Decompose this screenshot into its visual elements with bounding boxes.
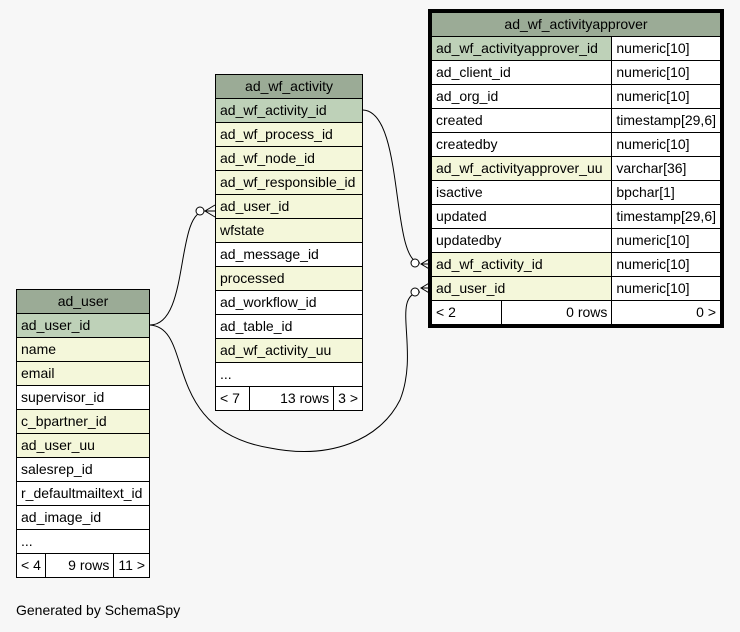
column-name[interactable]: ad_wf_activityapprover_uu xyxy=(430,156,613,181)
table-title[interactable]: ad_user xyxy=(16,289,150,314)
parents-count-link[interactable]: < 2 xyxy=(431,300,502,325)
table-title[interactable]: ad_wf_activityapprover xyxy=(431,12,721,37)
column-cell[interactable]: salesrep_id xyxy=(16,457,150,482)
parents-count-link[interactable]: < 4 xyxy=(16,553,46,578)
column-cell[interactable]: ad_message_id xyxy=(215,242,363,267)
column-cell[interactable]: ad_wf_activity_uu xyxy=(215,338,363,363)
column-type: numeric[10] xyxy=(611,36,721,61)
column-cell[interactable]: ad_workflow_id xyxy=(215,290,363,315)
column-cell[interactable]: ad_user_uu xyxy=(16,433,150,458)
column-cell[interactable]: wfstate xyxy=(215,218,363,243)
table-title[interactable]: ad_wf_activity xyxy=(215,74,363,99)
column-cell[interactable]: ad_wf_process_id xyxy=(215,122,363,147)
column-name[interactable]: ad_org_id xyxy=(430,84,613,109)
column-type: numeric[10] xyxy=(611,228,721,253)
column-cell[interactable]: ad_user_id xyxy=(16,313,150,338)
edge-user-to-activity xyxy=(149,210,206,326)
column-name[interactable]: createdby xyxy=(430,132,613,157)
edge-activity-to-approver xyxy=(362,109,421,264)
optional-marker-approver-activity xyxy=(410,258,420,268)
column-cell[interactable]: supervisor_id xyxy=(16,385,150,410)
table-ad_user[interactable]: ad_user ad_user_id name email supervisor… xyxy=(16,289,150,578)
column-type: numeric[10] xyxy=(611,276,721,301)
column-cell[interactable]: ad_wf_node_id xyxy=(215,146,363,171)
column-name[interactable]: created xyxy=(430,108,613,133)
column-cell[interactable]: processed xyxy=(215,266,363,291)
column-cell[interactable]: ad_table_id xyxy=(215,314,363,339)
column-name[interactable]: updated xyxy=(430,204,613,229)
column-name[interactable]: ad_wf_activityapprover_id xyxy=(430,36,613,61)
column-cell[interactable]: email xyxy=(16,361,150,386)
crowfoot-approver-activity xyxy=(420,257,432,271)
generated-by-footer: Generated by SchemaSpy xyxy=(16,602,181,618)
column-cell[interactable]: r_defaultmailtext_id xyxy=(16,481,150,506)
crowfoot-activity-user xyxy=(204,204,216,218)
column-cell: ... xyxy=(215,362,363,387)
column-cell[interactable]: name xyxy=(16,337,150,362)
table-ad_wf_activityapprover[interactable]: ad_wf_activityapprover ad_wf_activityapp… xyxy=(428,9,724,328)
column-cell[interactable]: ad_image_id xyxy=(16,505,150,530)
column-name[interactable]: ad_wf_activity_id xyxy=(430,252,613,277)
column-name[interactable]: isactive xyxy=(430,180,613,205)
column-cell[interactable]: ad_wf_responsible_id xyxy=(215,170,363,195)
column-type: numeric[10] xyxy=(611,252,721,277)
column-name[interactable]: ad_user_id xyxy=(430,276,613,301)
column-cell: ... xyxy=(16,529,150,554)
column-type: varchar[36] xyxy=(611,156,721,181)
column-name[interactable]: updatedby xyxy=(430,228,613,253)
column-type: numeric[10] xyxy=(611,132,721,157)
column-type: numeric[10] xyxy=(611,84,721,109)
edge-user-to-approver xyxy=(149,291,421,452)
table-ad_wf_activity[interactable]: ad_wf_activity ad_wf_activity_id ad_wf_p… xyxy=(215,74,363,411)
row-count: 13 rows xyxy=(248,386,335,411)
children-count-link[interactable]: 11 > xyxy=(113,553,150,578)
column-name[interactable]: ad_client_id xyxy=(430,60,613,85)
column-cell[interactable]: c_bpartner_id xyxy=(16,409,150,434)
row-count: 9 rows xyxy=(44,553,115,578)
optional-marker-approver-user xyxy=(410,287,420,297)
column-cell[interactable]: ad_user_id xyxy=(215,194,363,219)
column-type: numeric[10] xyxy=(611,60,721,85)
crowfoot-approver-user xyxy=(420,281,432,295)
children-count-link[interactable]: 3 > xyxy=(333,386,363,411)
column-type: timestamp[29,6] xyxy=(611,204,721,229)
parents-count-link[interactable]: < 7 xyxy=(215,386,250,411)
children-count-link[interactable]: 0 > xyxy=(611,300,721,325)
column-cell[interactable]: ad_wf_activity_id xyxy=(215,98,363,123)
column-type: timestamp[29,6] xyxy=(611,108,721,133)
column-type: bpchar[1] xyxy=(611,180,721,205)
row-count: 0 rows xyxy=(500,300,613,325)
optional-marker-activity-user xyxy=(195,206,205,216)
